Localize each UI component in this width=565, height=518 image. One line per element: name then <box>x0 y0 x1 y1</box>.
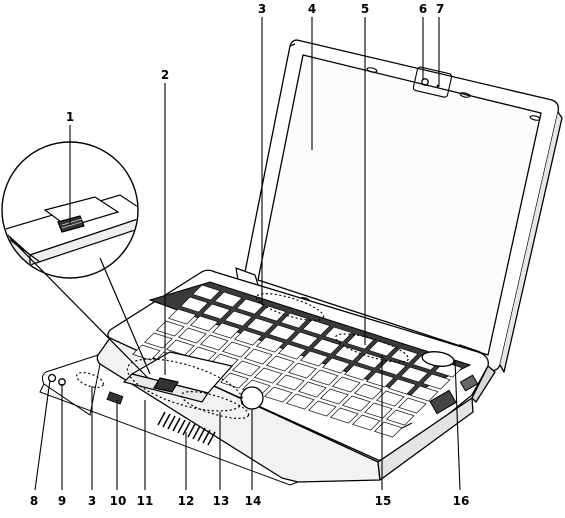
callout-labels: 1 2 3 4 5 6 7 8 9 3 10 11 12 13 14 15 16 <box>30 2 470 508</box>
keyboard-key <box>263 386 293 403</box>
status-led-region <box>334 333 410 363</box>
keyboard-key <box>301 319 331 336</box>
keyboard-key <box>387 378 417 395</box>
keyboard-key <box>255 336 285 353</box>
keyboard-key <box>399 366 429 383</box>
keyboard-key <box>375 390 405 407</box>
keyboard-key <box>355 352 385 369</box>
keyboard-key <box>231 360 261 377</box>
keyboard-key <box>155 320 185 337</box>
keyboard-key <box>297 381 327 398</box>
keyboard-key <box>329 407 359 424</box>
keyboard-key <box>167 308 197 325</box>
speaker-front-region <box>76 372 104 388</box>
fingerprint-sensor <box>153 377 179 393</box>
keyboard-key <box>221 341 251 358</box>
webcam-icon <box>421 78 429 86</box>
palmrest-region <box>180 391 250 419</box>
keyboard-key <box>343 364 373 381</box>
keyboard-key <box>353 383 383 400</box>
callout-11: 11 <box>137 494 154 508</box>
highlight-regions <box>76 293 410 419</box>
vent-grille <box>157 411 216 446</box>
keyboard-key <box>351 414 381 431</box>
keyboard-key <box>191 284 221 301</box>
keyboard-key <box>331 376 361 393</box>
keyboard-key <box>213 291 243 308</box>
keyboard-key <box>323 326 353 343</box>
keyboard-key <box>299 350 329 367</box>
keyboard-key <box>363 402 393 419</box>
keyboard-key <box>199 334 229 351</box>
callout-12: 12 <box>178 494 195 508</box>
keyboard-key <box>243 348 273 365</box>
keyboard-key <box>279 312 309 329</box>
keyboard-key <box>365 371 395 388</box>
keyboard-key <box>245 317 275 334</box>
keyboard-key <box>277 343 307 360</box>
keyboard-key <box>223 310 253 327</box>
leader-16 <box>454 359 461 491</box>
callout-13: 13 <box>213 494 230 508</box>
callout-2: 2 <box>161 68 169 82</box>
keyboard-key <box>397 397 427 414</box>
touchpad-region <box>126 358 244 412</box>
callout-1: 1 <box>66 110 74 124</box>
keyboard-key <box>333 345 363 362</box>
keyboard-key <box>389 347 419 364</box>
keyboard-key <box>267 324 297 341</box>
callout-3-bottom: 3 <box>88 494 96 508</box>
webcam-housing <box>412 66 453 98</box>
keyboard-key <box>421 373 451 390</box>
keyboard-key <box>307 400 337 417</box>
keyboard-key <box>257 305 287 322</box>
keyboard-key <box>235 298 265 315</box>
keyboard-key <box>233 329 263 346</box>
keyboard-key <box>211 322 241 339</box>
touchpad-area <box>122 351 234 403</box>
front-edge-details <box>39 354 299 486</box>
keyboard-key <box>275 374 305 391</box>
callout-4: 4 <box>308 2 316 16</box>
display-lid <box>242 39 563 373</box>
keyboard-key <box>179 296 209 313</box>
scroll-pad-icon <box>240 386 264 410</box>
keyboard-key <box>311 338 341 355</box>
leader-lines <box>34 17 461 491</box>
keyboard-key <box>265 355 295 372</box>
headphone-jack-icon <box>47 373 57 383</box>
callout-15: 15 <box>375 494 392 508</box>
callout-10: 10 <box>110 494 127 508</box>
callout-14: 14 <box>245 494 262 508</box>
callout-8: 8 <box>30 494 38 508</box>
keyboard-key <box>289 331 319 348</box>
keyboard-key <box>409 385 439 402</box>
keyboard-key <box>319 388 349 405</box>
keyboard-key <box>253 367 283 384</box>
keyboard-key <box>341 395 371 412</box>
keyboard-key <box>219 372 249 389</box>
speaker-top-region <box>255 293 325 321</box>
keyboard-key <box>309 369 339 386</box>
callout-9: 9 <box>58 494 66 508</box>
callout-7: 7 <box>436 2 444 16</box>
keyboard-key <box>177 327 207 344</box>
wireless-switch <box>106 391 124 405</box>
callout-5: 5 <box>361 2 369 16</box>
keyboard-key <box>385 409 415 426</box>
keyboard-key <box>285 393 315 410</box>
callout-6: 6 <box>419 2 427 16</box>
callout-3-top: 3 <box>258 2 266 16</box>
keyboard-key <box>321 357 351 374</box>
keyboard-key <box>189 315 219 332</box>
keyboard-key <box>287 362 317 379</box>
callout-16: 16 <box>453 494 470 508</box>
power-button-icon <box>421 351 455 367</box>
leader-8 <box>34 379 51 491</box>
keyboard-key <box>201 303 231 320</box>
